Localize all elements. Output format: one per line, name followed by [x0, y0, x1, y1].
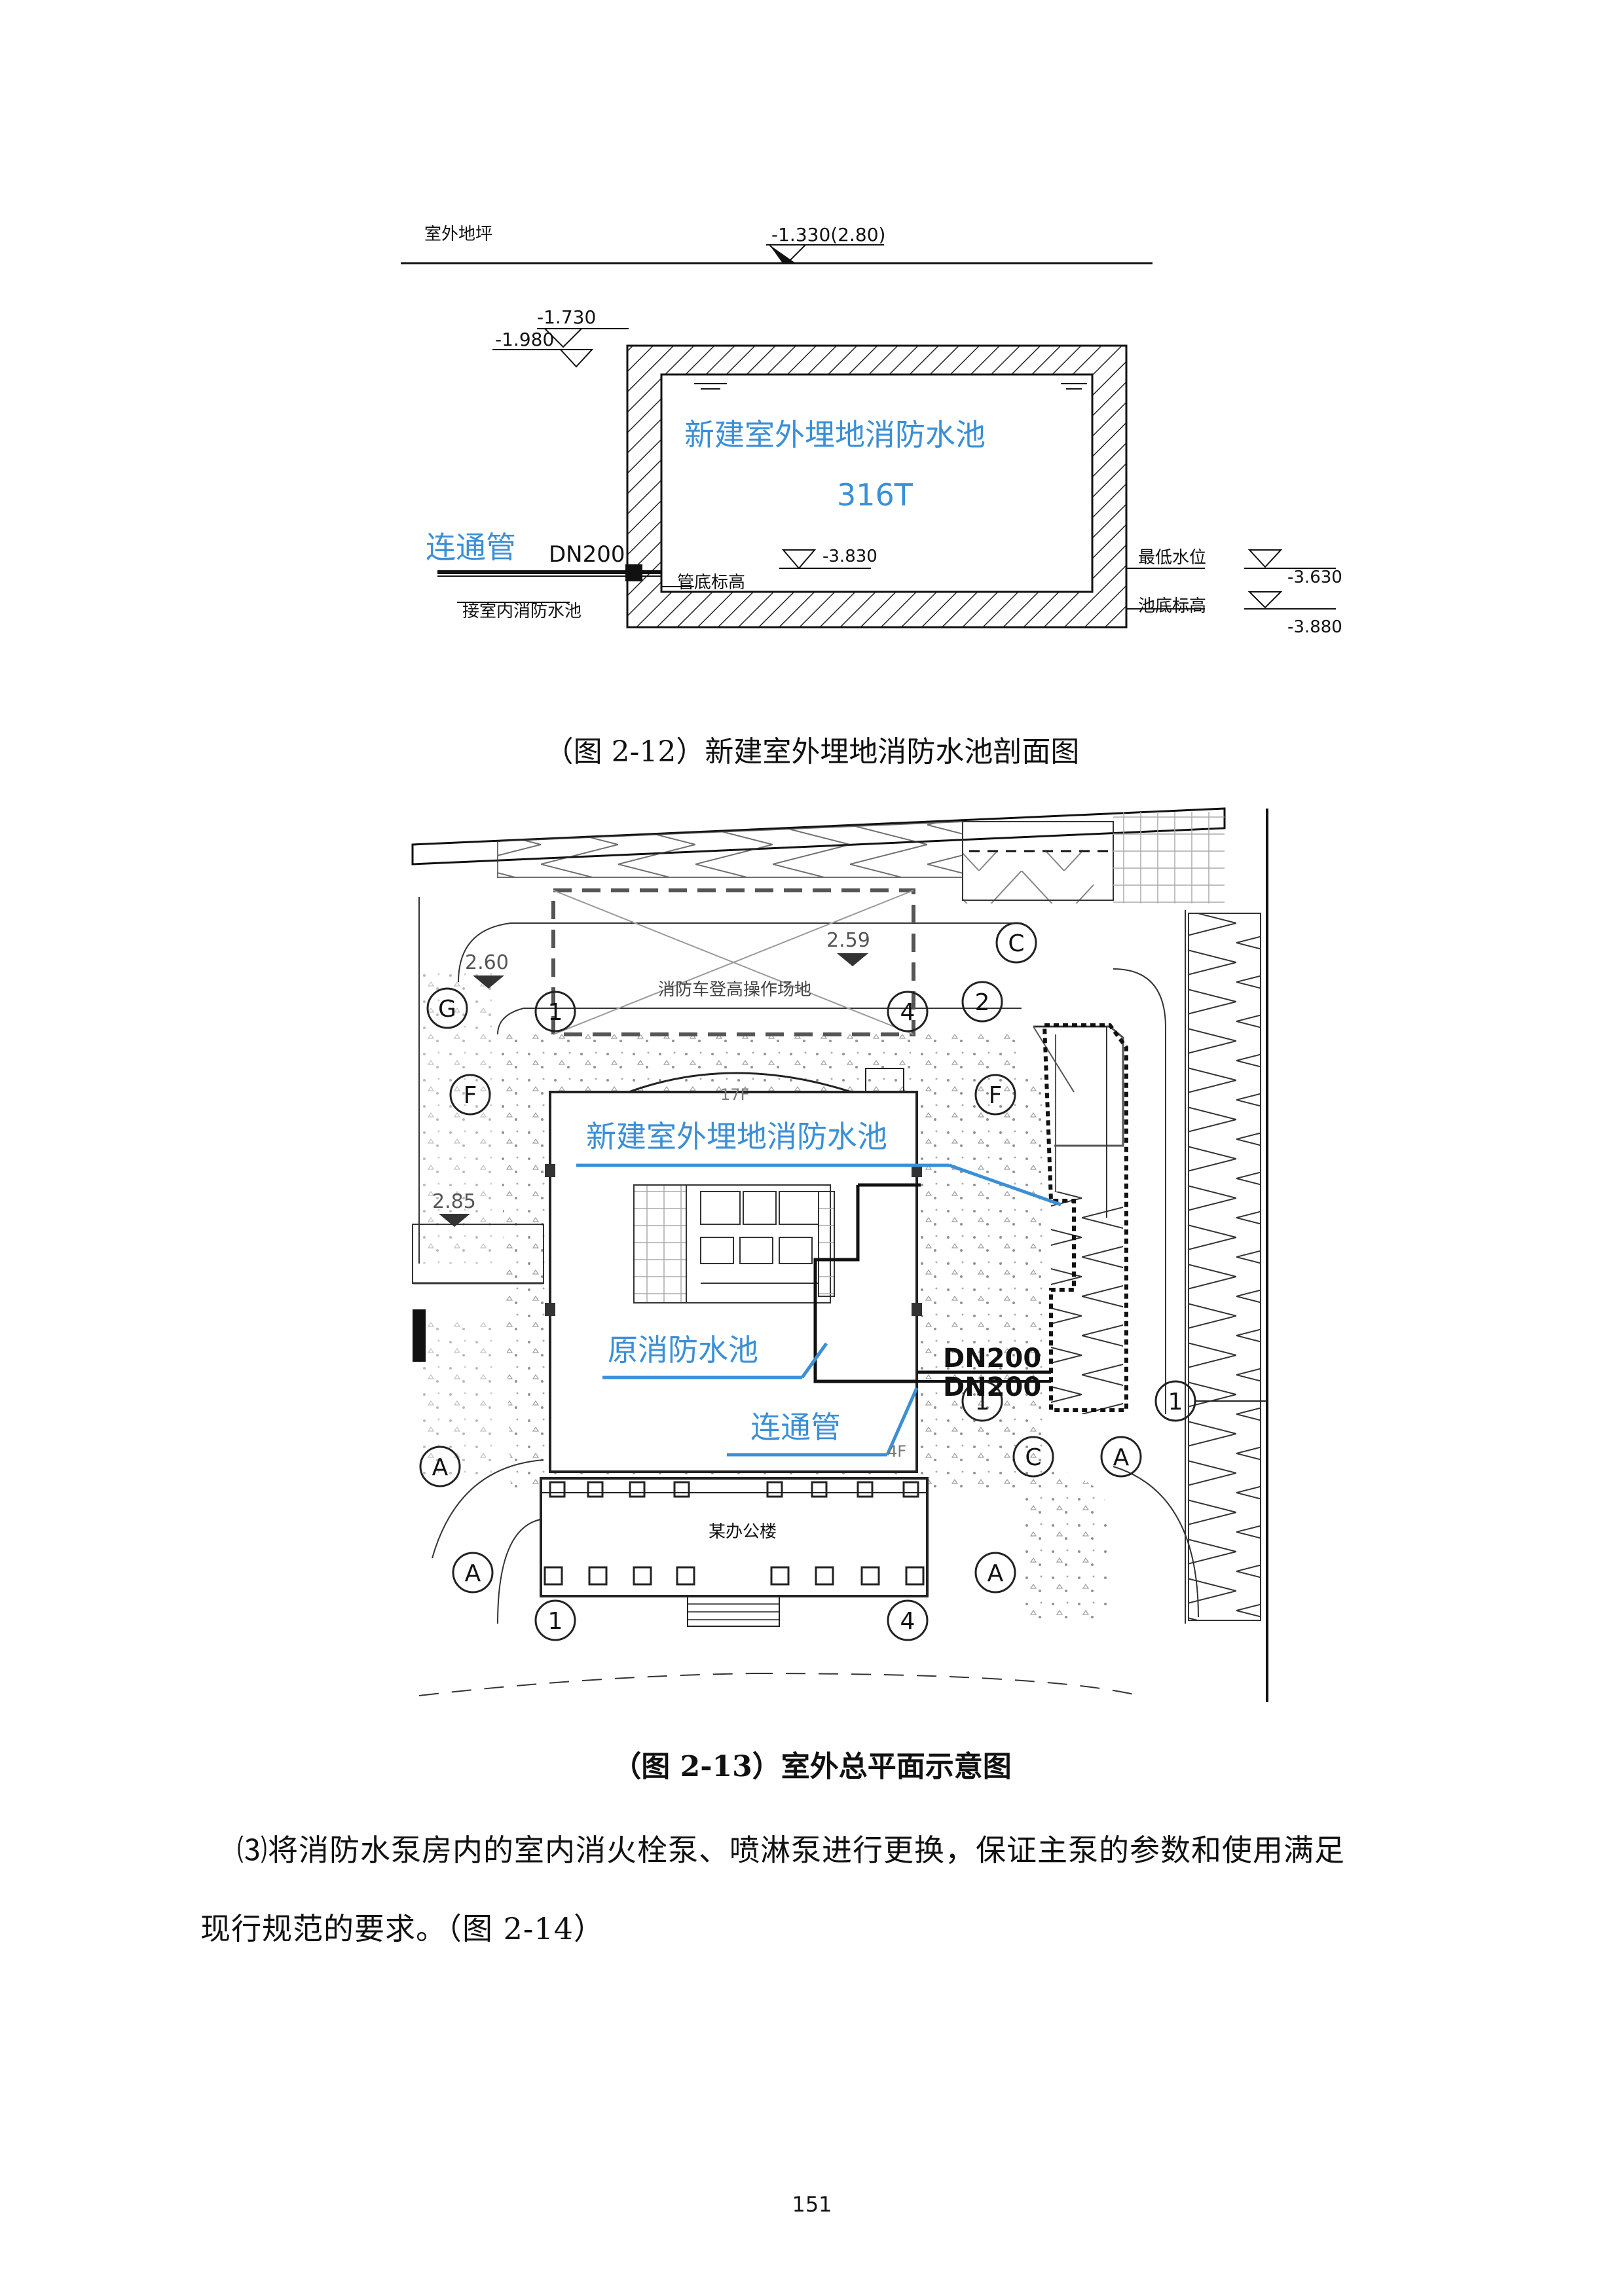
- floor-17f: 17F: [720, 1085, 749, 1104]
- page-number: 151: [792, 2192, 832, 2217]
- axis-f-left: F: [464, 1082, 477, 1109]
- elevation-285: 2.85: [432, 1190, 476, 1213]
- axis-g: G: [438, 996, 456, 1023]
- pipe-bottom-label: 管底标高: [677, 573, 745, 592]
- top-elevation-1: -1.730: [537, 306, 596, 328]
- axis-a-left-top: A: [432, 1454, 449, 1481]
- elevation-260: 2.60: [465, 951, 509, 974]
- pipe-label: 连通管: [426, 530, 516, 565]
- site-label: 消防车登高操作场地: [658, 980, 811, 1000]
- axis-2: 2: [975, 989, 990, 1016]
- axis-a-right: A: [987, 1560, 1004, 1587]
- building-name: 某办公楼: [709, 1522, 777, 1542]
- pool-bottom-elevation: -3.880: [1287, 617, 1342, 637]
- axis-4-bottom: 4: [900, 1608, 915, 1635]
- axis-1-right: 1: [1168, 1389, 1183, 1415]
- top-elevation-2: -1.980: [495, 329, 554, 350]
- caption-figure-2-12: （图 2-12）新建室外埋地消防水池剖面图: [544, 735, 1080, 769]
- axis-c-bottom: C: [1025, 1444, 1041, 1471]
- axis-f-right: F: [989, 1082, 1003, 1109]
- axis-a-right-top: A: [1113, 1444, 1130, 1471]
- pool-bottom-label: 池底标高: [1138, 596, 1206, 616]
- axis-a-left: A: [465, 1560, 481, 1587]
- pool-capacity: 316T: [837, 477, 913, 513]
- paragraph-line-2: 现行规范的要求。（图 2-14）: [200, 1911, 604, 1946]
- ground-label: 室外地坪: [424, 225, 492, 244]
- pool-name-label: 新建室外埋地消防水池: [684, 417, 986, 452]
- pipe-bottom-elevation: -3.830: [822, 547, 877, 566]
- dn200-label-1: DN200: [943, 1343, 1041, 1374]
- axis-4-top: 4: [900, 999, 915, 1026]
- dn200-label-2: DN200: [943, 1372, 1041, 1402]
- axis-1-bottom: 1: [548, 1608, 563, 1635]
- floor-4f: 4F: [887, 1442, 906, 1461]
- pipe-size: DN200: [549, 541, 625, 568]
- min-level-elevation: -3.630: [1287, 568, 1342, 587]
- axis-c-top: C: [1008, 930, 1024, 957]
- pipe-label-plan: 连通管: [750, 1410, 841, 1445]
- axis-1-mid: 1: [975, 1389, 990, 1415]
- ground-elevation: -1.330(2.80): [771, 224, 885, 246]
- connect-label: 接室内消防水池: [462, 602, 581, 621]
- elevation-259: 2.59: [826, 929, 870, 952]
- caption-figure-2-13: （图 2-13）室外总平面示意图: [612, 1750, 1012, 1783]
- old-pool-label: 原消防水池: [608, 1332, 758, 1368]
- min-level-label: 最低水位: [1138, 548, 1206, 568]
- axis-1-top: 1: [548, 999, 563, 1026]
- paragraph-line-1: ⑶将消防水泵房内的室内消火栓泵、喷淋泵进行更换，保证主泵的参数和使用满足: [237, 1832, 1345, 1868]
- new-pool-label: 新建室外埋地消防水池: [586, 1119, 887, 1154]
